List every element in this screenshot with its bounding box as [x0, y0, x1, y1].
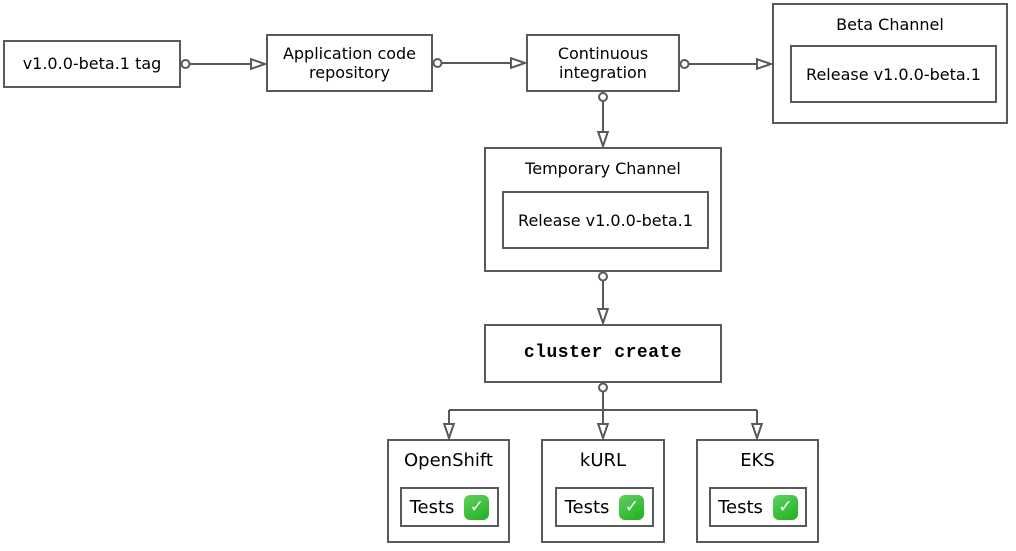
connector-temporary-channel-to-cluster-create: [596, 271, 610, 327]
group-cluster-kurl: kURL Tests ✓: [541, 439, 665, 543]
node-kurl-tests: Tests ✓: [555, 487, 654, 527]
group-cluster-kurl-title: kURL: [579, 450, 627, 471]
node-cluster-create: cluster create: [484, 324, 722, 383]
node-continuous-integration-label: Continuous integration: [557, 43, 649, 82]
node-eks-tests: Tests ✓: [709, 487, 807, 527]
node-temporary-release: Release v1.0.0-beta.1: [502, 191, 709, 249]
tests-label: Tests: [564, 496, 610, 518]
node-openshift-tests: Tests ✓: [400, 487, 499, 527]
group-beta-channel: Beta Channel Release v1.0.0-beta.1: [772, 3, 1008, 124]
tests-label: Tests: [718, 496, 763, 518]
group-beta-channel-title: Beta Channel: [836, 15, 944, 34]
group-cluster-eks: EKS Tests ✓: [696, 439, 819, 543]
check-mark-button-icon: ✓: [772, 494, 798, 520]
node-version-tag: v1.0.0-beta.1 tag: [3, 40, 181, 88]
connector-ci-to-temporary-channel: [596, 92, 610, 150]
node-application-code-repository: Application code repository: [266, 34, 433, 92]
connector-cluster-create-branch: [442, 382, 764, 442]
node-cluster-create-label: cluster create: [523, 342, 683, 363]
node-beta-release: Release v1.0.0-beta.1: [790, 45, 997, 103]
group-temporary-channel-title: Temporary Channel: [525, 159, 681, 178]
connector-tag-to-repo: [180, 57, 269, 71]
node-version-tag-label: v1.0.0-beta.1 tag: [22, 54, 162, 74]
group-cluster-openshift-title: OpenShift: [404, 450, 493, 471]
check-mark-button-icon: ✓: [619, 494, 645, 520]
group-cluster-eks-title: EKS: [740, 450, 775, 471]
tests-label: Tests: [409, 496, 455, 518]
group-cluster-openshift: OpenShift Tests ✓: [387, 439, 510, 543]
group-temporary-channel: Temporary Channel Release v1.0.0-beta.1: [484, 147, 722, 272]
node-application-code-repository-label: Application code repository: [282, 43, 417, 82]
check-mark-button-icon: ✓: [464, 494, 490, 520]
node-beta-release-label: Release v1.0.0-beta.1: [806, 64, 981, 84]
node-continuous-integration: Continuous integration: [526, 34, 680, 92]
connector-ci-to-beta-channel: [679, 57, 775, 71]
connector-repo-to-ci: [432, 56, 529, 70]
node-temporary-release-label: Release v1.0.0-beta.1: [518, 210, 693, 230]
